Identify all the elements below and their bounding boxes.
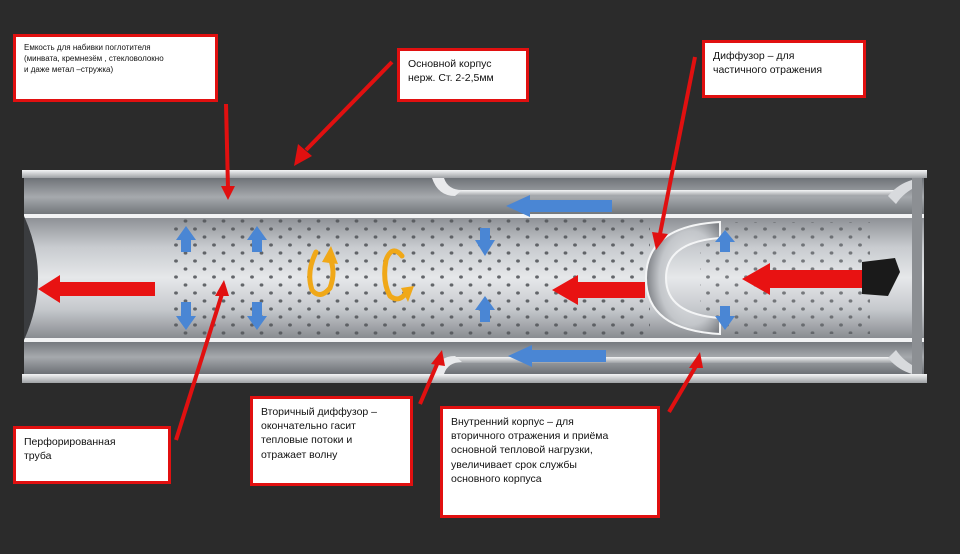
label-inner-body: Внутренний корпус – для вторичного отраж… (440, 406, 660, 518)
label-inner-line-2: вторичного отражения и приёма (451, 430, 609, 443)
red-arrow-inlet (742, 263, 862, 295)
label-absorber-line-2: (минвата, кремнезём , стекловолокно (24, 53, 164, 63)
outer-body (22, 170, 927, 383)
blue-flow-arrows (176, 195, 735, 367)
orange-arrowhead-2 (401, 286, 414, 302)
leader-lines (174, 56, 698, 441)
blue-arrow-up-1 (176, 226, 196, 252)
leader-inner-body (667, 364, 698, 414)
diffuser-cone (644, 220, 721, 336)
label-secondary-line-1: Вторичный диффузор – (261, 406, 378, 418)
secondary-diffuser-top (432, 178, 462, 196)
tail-fragment (862, 258, 900, 296)
label-main-body-line-1: Основной корпус (408, 58, 492, 70)
leader-secondary-diffuser (418, 361, 440, 405)
pipe-edge-bottom (24, 338, 924, 342)
orange-swirl-2 (382, 248, 411, 302)
end-cap-wall (912, 178, 922, 374)
label-absorber-chamber: Емкость для набивки поглотителя (минвата… (13, 34, 218, 102)
label-inner-line-4: увеличивает срок службы (451, 458, 577, 471)
blue-arrow-down-2 (247, 302, 267, 330)
orange-swirl-arrows (307, 248, 411, 302)
red-arrow-middle (552, 275, 645, 305)
label-perforated-line-2: труба (24, 450, 52, 463)
leader-head-main-body (294, 144, 312, 166)
outer-wall-bottom (22, 374, 927, 383)
label-inner-line-1: Внутренний корпус – для (451, 416, 574, 428)
leader-head-inner-body (689, 352, 703, 368)
leader-head-perforated (215, 280, 229, 296)
label-absorber-line-1: Емкость для набивки поглотителя (24, 43, 151, 52)
leader-arrowheads (215, 144, 703, 368)
outer-wall-top (22, 170, 927, 178)
red-arrow-exit (38, 275, 155, 303)
red-flow-arrows (38, 263, 862, 305)
leader-head-absorber (221, 186, 235, 200)
label-inner-line-5: основного корпуса (451, 472, 542, 485)
label-secondary-line-4: отражает волну (261, 448, 338, 461)
blue-arrow-up-2 (247, 226, 267, 252)
leader-perforated (174, 293, 224, 441)
secondary-diffuser-bottom (432, 356, 462, 374)
label-diffuser-line-1: Диффузор – для (713, 50, 795, 62)
blue-arrow-bottom-channel (508, 345, 606, 367)
label-secondary-line-2: окончательно гасит (261, 420, 356, 433)
pipe-open-end (24, 216, 38, 340)
leader-main-body (304, 60, 394, 152)
blue-arrow-up-4 (715, 230, 735, 252)
leader-head-diffuser (652, 232, 668, 250)
inner-body-wall-top (455, 190, 895, 196)
leader-diffuser (658, 56, 697, 235)
blue-arrow-down-1 (176, 302, 196, 330)
leader-head-secondary-diffuser (431, 350, 445, 366)
inner-body-wall-bottom (455, 357, 895, 363)
label-secondary-line-3: тепловые потоки и (261, 434, 353, 447)
orange-arrowheads (322, 246, 414, 302)
orange-swirl-1 (307, 249, 336, 297)
blue-arrow-down-3 (475, 296, 495, 322)
label-diffuser: Диффузор – для частичного отражения (702, 40, 866, 98)
end-cap-bottom (888, 350, 918, 374)
blue-arrow-top-channel (506, 195, 612, 217)
label-secondary-diffuser: Вторичный диффузор – окончательно гасит … (250, 396, 413, 486)
label-perforated-line-1: Перфорированная (24, 436, 116, 448)
pipe-edge-top (24, 214, 924, 218)
label-inner-line-3: ocновной тепловой нагрузки, (451, 444, 593, 457)
blue-arrow-down-4 (715, 306, 735, 330)
orange-arrowhead-1 (322, 246, 338, 264)
label-perforated-pipe: Перфорированная труба (13, 426, 171, 484)
leader-absorber (224, 103, 230, 189)
end-cap-top (888, 180, 918, 204)
label-main-body-line-2: нерж. Ст. 2-2,5мм (408, 72, 494, 85)
label-absorber-line-3: и даже метал –стружка) (24, 64, 114, 74)
blue-arrow-up-3 (475, 228, 495, 256)
absorber-chamber-top (24, 178, 924, 216)
label-main-body: Основной корпус нерж. Ст. 2-2,5мм (397, 48, 529, 102)
label-diffuser-line-2: частичного отражения (713, 64, 823, 77)
